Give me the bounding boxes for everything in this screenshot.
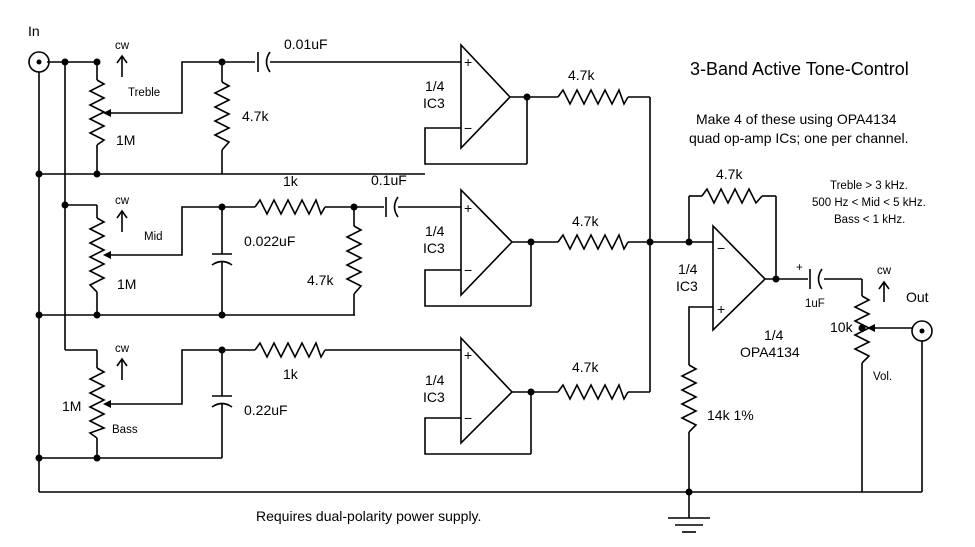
mid-series-resistor-value: 1k [283, 173, 299, 189]
mid-cw-label: cw [115, 195, 130, 207]
footer-note: Requires dual-polarity power supply. [256, 508, 481, 524]
note-line-1: Make 4 of these using OPA4134 [696, 111, 897, 127]
treble-output-resistor-value: 4.7k [568, 67, 595, 83]
bass-pot-name: Bass [112, 424, 138, 436]
bass-output-resistor-value: 4.7k [572, 359, 599, 375]
output-capacitor [809, 268, 823, 290]
mixer-feedback-resistor [701, 187, 763, 205]
bass-opamp-label-2: IC3 [423, 389, 445, 405]
bass-series-resistor [254, 340, 326, 359]
treble-opamp-plus: + [464, 54, 472, 70]
treble-shunt-resistor [213, 81, 231, 151]
treble-pot-name: Treble [128, 87, 160, 99]
bass-pot-value: 1M [62, 398, 81, 414]
mid-output-resistor [557, 232, 629, 251]
diagram-title: 3-Band Active Tone-Control [690, 59, 909, 79]
mid-series-resistor [254, 197, 326, 216]
mid-series-capacitor-value: 0.1uF [371, 172, 407, 188]
treble-opamp-label-1: 1/4 [425, 78, 445, 94]
treble-pot [88, 54, 128, 146]
mixer-opamp [712, 224, 767, 332]
mid-opamp-label-2: IC3 [423, 240, 445, 256]
volume-pot-value: 10k [830, 319, 854, 335]
output-capacitor-value: 1uF [805, 298, 825, 310]
input-label: In [28, 23, 40, 39]
treble-shunt-resistor-value: 4.7k [242, 108, 269, 124]
bass-series-resistor-value: 1k [283, 366, 299, 382]
mixer-opamp-left-label-1: 1/4 [678, 261, 698, 277]
input-connector [28, 51, 50, 73]
mid-opamp-minus: − [464, 262, 472, 278]
mid-shunt-resistor-value: 4.7k [307, 272, 334, 288]
junction-dots [35, 58, 866, 496]
mid-pot [88, 209, 128, 293]
treble-opamp-label-2: IC3 [423, 95, 445, 111]
range-bass: Bass < 1 kHz. [834, 214, 905, 226]
treble-opamp-minus: − [464, 120, 472, 136]
bass-opamp-plus: + [464, 347, 472, 363]
mixer-opamp-left-label-2: IC3 [676, 278, 698, 294]
volume-pot-name: Vol. [873, 371, 892, 383]
ground-resistor-value: 14k 1% [707, 407, 754, 423]
ground-symbol [668, 517, 710, 533]
wiring [38, 61, 923, 518]
bass-opamp-label-1: 1/4 [425, 372, 445, 388]
bass-shunt-capacitor-value: 0.22uF [244, 402, 288, 418]
bass-opamp-minus: − [464, 410, 472, 426]
mid-output-resistor-value: 4.7k [572, 213, 599, 229]
volume-pot [853, 280, 890, 364]
ground-resistor [680, 364, 698, 433]
bass-opamp [460, 335, 514, 445]
treble-cw-label: cw [115, 40, 130, 52]
mid-opamp-plus: + [464, 200, 472, 216]
mid-opamp-label-1: 1/4 [425, 223, 445, 239]
bass-shunt-capacitor [211, 395, 233, 408]
mixer-opamp-plus: + [717, 301, 725, 317]
mixer-opamp-right-label-1: 1/4 [764, 327, 784, 343]
output-label: Out [906, 289, 929, 305]
mid-shunt-capacitor [211, 253, 233, 266]
treble-output-resistor [557, 87, 629, 106]
treble-series-capacitor [257, 51, 271, 73]
output-capacitor-polarity: + [796, 262, 803, 274]
treble-opamp [460, 42, 512, 150]
range-treble: Treble > 3 kHz. [830, 180, 908, 192]
mid-series-capacitor [385, 196, 399, 218]
bass-cw-label: cw [115, 343, 130, 355]
note-line-2: quad op-amp ICs; one per channel. [689, 130, 908, 146]
mid-shunt-capacitor-value: 0.022uF [244, 233, 295, 249]
bass-pot [88, 357, 128, 439]
output-connector [911, 320, 933, 342]
bass-output-resistor [557, 382, 629, 401]
mixer-opamp-minus: − [717, 240, 725, 256]
treble-pot-value: 1M [116, 132, 135, 148]
mid-pot-value: 1M [117, 276, 136, 292]
range-mid: 500 Hz < Mid < 5 kHz. [812, 197, 926, 209]
volume-cw-label: cw [877, 265, 892, 277]
treble-series-capacitor-value: 0.01uF [284, 36, 328, 52]
mid-pot-name: Mid [144, 231, 163, 243]
mixer-opamp-right-label-2: OPA4134 [740, 344, 800, 360]
mixer-feedback-resistor-value: 4.7k [716, 166, 743, 182]
mid-opamp [460, 188, 514, 297]
mid-shunt-resistor [345, 225, 363, 295]
